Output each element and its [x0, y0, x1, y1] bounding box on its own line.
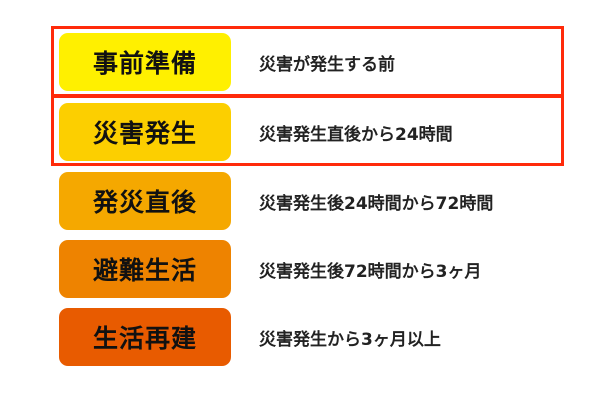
phase-label-pre-disaster: 事前準備 — [59, 33, 231, 91]
highlight-box-disaster-onset — [51, 95, 564, 166]
phase-label-evacuation-life: 避難生活 — [59, 240, 231, 298]
phase-description-disaster-onset: 災害発生直後から24時間 — [259, 124, 453, 145]
phase-description-pre-disaster: 災害が発生する前 — [259, 54, 395, 75]
phase-label-reconstruction: 生活再建 — [59, 308, 231, 366]
phase-label-disaster-onset: 災害発生 — [59, 103, 231, 161]
phase-description-evacuation-life: 災害発生後72時間から3ヶ月 — [259, 261, 482, 282]
phase-description-reconstruction: 災害発生から3ヶ月以上 — [259, 329, 441, 350]
phase-label-immediate-aftermath: 発災直後 — [59, 172, 231, 230]
phase-description-immediate-aftermath: 災害発生後24時間から72時間 — [259, 193, 494, 214]
